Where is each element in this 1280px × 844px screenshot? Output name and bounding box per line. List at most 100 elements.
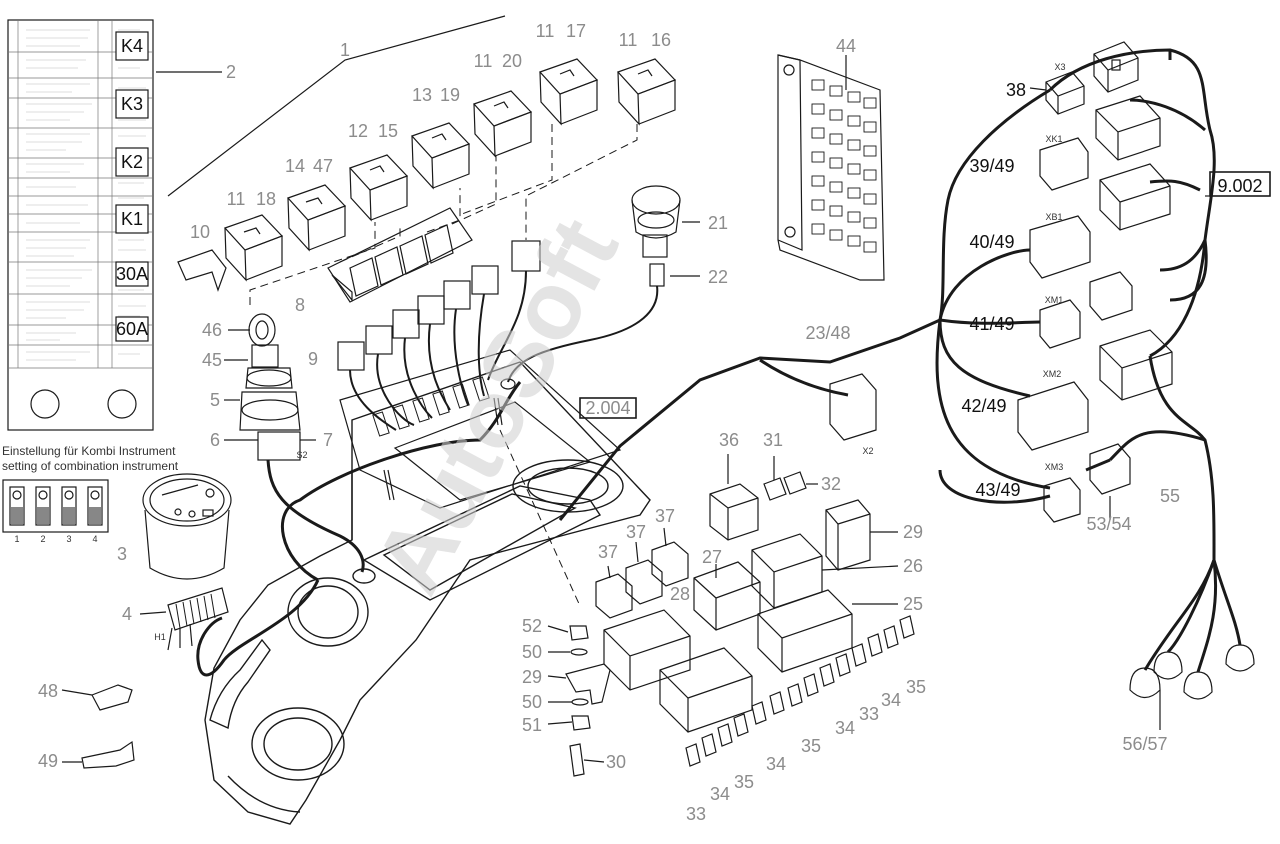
designator-xk1: XK1	[1045, 134, 1062, 144]
label-5: 5	[210, 390, 220, 410]
switch-frame	[327, 207, 473, 303]
designator-x3: X3	[1054, 62, 1065, 72]
label-31: 31	[763, 430, 783, 450]
label-27: 27	[702, 547, 722, 567]
sheet-ref-2004: 2.004	[585, 398, 630, 418]
label-51: 51	[522, 715, 542, 735]
designator-s2: S2	[296, 450, 307, 460]
label-40-49: 40/49	[969, 232, 1014, 252]
label-6: 6	[210, 430, 220, 450]
designator-x2: X2	[862, 446, 873, 456]
console-body	[204, 361, 651, 825]
label-4: 4	[122, 604, 132, 624]
label-34b: 34	[766, 754, 786, 774]
connector-h1	[139, 587, 229, 651]
label-46: 46	[202, 320, 222, 340]
label-21: 21	[708, 213, 728, 233]
dip-3: 3	[66, 534, 71, 544]
label-34a: 34	[710, 784, 730, 804]
label-28: 28	[670, 584, 690, 604]
label-35b: 35	[801, 736, 821, 756]
label-37c: 37	[655, 506, 675, 526]
rocker-switches	[223, 58, 677, 282]
label-15: 15	[378, 121, 398, 141]
relay-k1: K1	[121, 209, 143, 229]
label-22: 22	[708, 267, 728, 287]
label-23-48: 23/48	[805, 323, 850, 343]
fuse-30a: 30A	[116, 264, 148, 284]
label-16: 16	[651, 30, 671, 50]
label-44: 44	[836, 36, 856, 56]
label-29a: 29	[903, 522, 923, 542]
label-12: 12	[348, 121, 368, 141]
label-33a: 33	[686, 804, 706, 824]
switch-mounting-plate	[339, 349, 637, 509]
part-numbers: 1 2 3 4 5 6 7 8 9 10 11 18 14 47 12 15 1…	[38, 21, 1180, 824]
harness-connectors	[829, 41, 1173, 523]
sheet-ref-9002: 9.002	[1217, 176, 1262, 196]
label-1: 1	[340, 40, 350, 60]
label-11c: 11	[536, 21, 555, 41]
relay-fuse-group	[547, 454, 915, 777]
label-11b: 11	[474, 51, 493, 71]
relay-k4: K4	[121, 36, 143, 56]
plug-wires	[349, 270, 527, 431]
label-18: 18	[256, 189, 276, 209]
label-34c: 34	[835, 718, 855, 738]
main-wiring-harness	[196, 48, 1242, 677]
label-14: 14	[285, 156, 305, 176]
sensor-caps	[1129, 644, 1255, 730]
label-38: 38	[1006, 80, 1026, 100]
terminal-49	[62, 740, 135, 769]
ignition-key-switch	[224, 313, 316, 461]
label-35c: 35	[906, 677, 926, 697]
label-25: 25	[903, 594, 923, 614]
label-32: 32	[821, 474, 841, 494]
label-42-49: 42/49	[961, 396, 1006, 416]
assembly-lines	[249, 124, 638, 607]
fuse-60a: 60A	[116, 319, 148, 339]
caption-de: Einstellung für Kombi Instrument	[2, 444, 176, 458]
label-10: 10	[190, 222, 210, 242]
label-37a: 37	[598, 542, 618, 562]
terminal-48	[61, 684, 133, 711]
label-11d: 11	[619, 30, 638, 50]
caption-en: setting of combination instrument	[2, 459, 179, 473]
designator-h1: H1	[154, 632, 166, 642]
dip-1: 1	[14, 534, 19, 544]
power-socket	[631, 185, 700, 287]
label-50b: 50	[522, 692, 542, 712]
label-20: 20	[502, 51, 522, 71]
label-19: 19	[440, 85, 460, 105]
dip-2: 2	[40, 534, 45, 544]
label-8: 8	[295, 295, 305, 315]
label-56-57: 56/57	[1122, 734, 1167, 754]
label-29b: 29	[522, 667, 542, 687]
label-41-49: 41/49	[969, 314, 1014, 334]
label-47: 47	[313, 156, 333, 176]
label-45: 45	[202, 350, 222, 370]
label-2: 2	[226, 62, 236, 82]
label-49: 49	[38, 751, 58, 771]
label-3: 3	[117, 544, 127, 564]
label-30: 30	[606, 752, 626, 772]
combination-instrument	[142, 473, 232, 580]
relay-k3: K3	[121, 94, 143, 114]
label-48: 48	[38, 681, 58, 701]
designator-xb1: XB1	[1045, 212, 1062, 222]
label-11a: 11	[227, 189, 246, 209]
label-7: 7	[323, 430, 333, 450]
label-13: 13	[412, 85, 432, 105]
label-53-54: 53/54	[1086, 514, 1131, 534]
label-33b: 33	[859, 704, 879, 724]
dip-4: 4	[92, 534, 97, 544]
label-26: 26	[903, 556, 923, 576]
label-37b: 37	[626, 522, 646, 542]
designator-xm2: XM2	[1043, 369, 1062, 379]
label-17: 17	[566, 21, 586, 41]
relay-k2: K2	[121, 152, 143, 172]
designator-xm1: XM1	[1045, 295, 1064, 305]
label-36: 36	[719, 430, 739, 450]
